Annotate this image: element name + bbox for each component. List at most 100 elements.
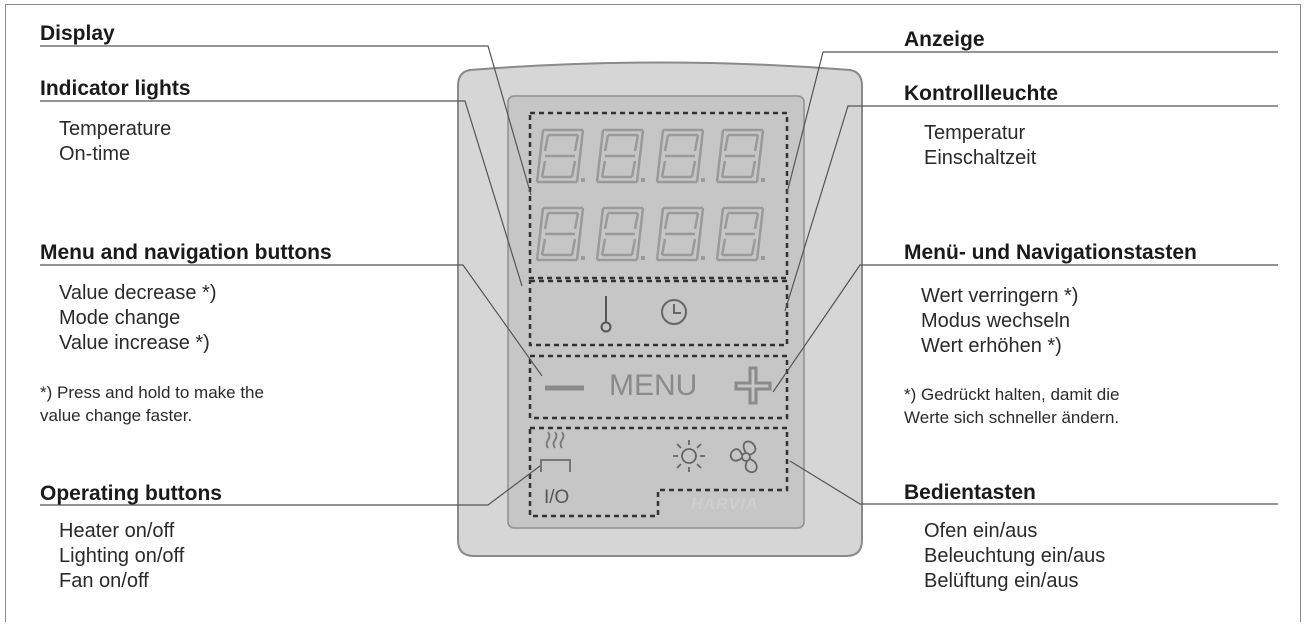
decimal-point: [761, 178, 765, 182]
right-display-heading: Anzeige: [904, 28, 985, 51]
segment: [718, 129, 725, 157]
fan-icon: [729, 440, 758, 474]
left-menu-note-0: *) Press and hold to make the: [40, 383, 264, 402]
menu-button-label: MENU: [609, 369, 698, 402]
brand-logo: HARVIA: [691, 496, 759, 513]
left-operating-item-2: Fan on/off: [59, 570, 149, 592]
right-operating-item-2: Belüftung ein/aus: [924, 570, 1079, 592]
segment: [660, 160, 667, 178]
segment: [753, 134, 760, 152]
segment: [603, 134, 610, 152]
clock-icon: [661, 299, 687, 325]
segment: [663, 212, 670, 230]
segment: [723, 134, 730, 152]
segment: [658, 207, 665, 235]
leader-display-left: [40, 45, 532, 196]
left-indicator-heading: Indicator lights: [40, 77, 191, 100]
segment: [633, 212, 640, 230]
segment: [663, 134, 670, 152]
segment: [698, 129, 705, 157]
segment: [695, 233, 702, 261]
right-menu-item-2: Wert erhöhen *): [921, 335, 1062, 357]
leader-operating-right: [789, 460, 1278, 505]
segment: [540, 160, 547, 178]
seven-segment-digits: [535, 128, 765, 262]
segment: [598, 129, 605, 157]
segment: [755, 155, 762, 183]
sun-icon: [673, 440, 705, 472]
left-operating-heading: Operating buttons: [40, 482, 222, 505]
segment: [655, 155, 662, 183]
leader-indicator-left: [40, 100, 523, 287]
right-menu-heading: Menü- und Navigationstasten: [904, 241, 1197, 264]
decimal-point: [581, 178, 585, 182]
right-operating-item-1: Beleuchtung ein/aus: [924, 545, 1106, 567]
heater-icon: [540, 431, 571, 472]
thermometer-icon: [600, 296, 612, 333]
left-indicator-item-0: Temperature: [59, 118, 172, 140]
segment: [603, 212, 610, 230]
menu-zone: [528, 354, 789, 420]
segment: [660, 238, 667, 256]
segment: [575, 155, 582, 183]
inner-panel: [507, 95, 805, 529]
segment: [595, 233, 602, 261]
segment: [630, 160, 637, 178]
segment: [598, 207, 605, 235]
segment: [758, 207, 765, 235]
segment: [720, 238, 727, 256]
operating-zone: [528, 426, 789, 518]
segment: [570, 160, 577, 178]
segment: [638, 129, 645, 157]
segment: [695, 155, 702, 183]
right-indicator-item-0: Temperatur: [924, 122, 1026, 144]
heater-button-label: I/O: [544, 487, 570, 508]
right-operating-item-0: Ofen ein/aus: [924, 520, 1038, 542]
segment: [635, 155, 642, 183]
segment: [540, 238, 547, 256]
segment: [698, 207, 705, 235]
segment: [720, 160, 727, 178]
left-menu-item-0: Value decrease *): [59, 282, 217, 304]
decimal-point: [641, 178, 645, 182]
right-operating-heading: Bedientasten: [904, 481, 1036, 504]
diagram-frame: [5, 4, 1301, 622]
leader-menu-right: [772, 264, 1278, 393]
leader-lines: [40, 45, 1278, 506]
segment: [715, 155, 722, 183]
segment: [575, 233, 582, 261]
segment: [758, 129, 765, 157]
display-zone: [528, 111, 789, 280]
segment: [538, 129, 545, 157]
leader-menu-left: [40, 264, 543, 377]
segment: [543, 134, 550, 152]
segment: [630, 238, 637, 256]
segment: [750, 160, 757, 178]
decimal-point: [701, 256, 705, 260]
decimal-point: [641, 256, 645, 260]
decimal-point: [581, 256, 585, 260]
segment: [535, 155, 542, 183]
segment: [578, 129, 585, 157]
segment: [693, 212, 700, 230]
right-indicator-heading: Kontrollleuchte: [904, 82, 1059, 105]
leader-indicator-right: [784, 105, 1278, 312]
decimal-point: [701, 178, 705, 182]
segment: [753, 212, 760, 230]
segment: [535, 233, 542, 261]
left-menu-item-2: Value increase *): [59, 332, 210, 354]
segment: [578, 207, 585, 235]
segment: [658, 129, 665, 157]
segment: [570, 238, 577, 256]
left-indicator-item-1: On-time: [59, 143, 131, 165]
segment: [543, 212, 550, 230]
left-menu-note-1: value change faster.: [40, 406, 193, 425]
right-menu-item-0: Wert verringern *): [921, 285, 1079, 307]
segment: [723, 212, 730, 230]
segment: [573, 212, 580, 230]
segment: [573, 134, 580, 152]
segment: [633, 134, 640, 152]
right-indicator-item-1: Einschaltzeit: [924, 147, 1037, 169]
segment: [690, 238, 697, 256]
left-display-heading: Display: [40, 22, 115, 45]
